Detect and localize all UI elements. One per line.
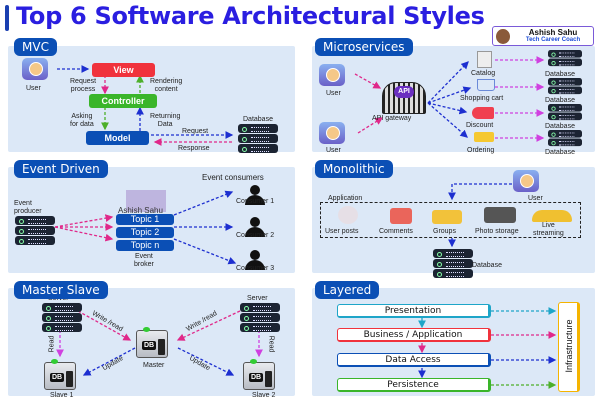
- watermark-illustration: [126, 190, 166, 212]
- mvc-user-icon: [22, 58, 48, 80]
- ms-database-icon-2: [548, 78, 582, 95]
- mvc-request-label: Request: [182, 128, 209, 135]
- mono-database-label: Database: [472, 262, 502, 269]
- live-streaming-label: Live streaming: [533, 222, 564, 237]
- shopping-cart-icon: [477, 79, 495, 91]
- topic-2-box: Topic 2: [116, 227, 174, 238]
- live-streaming-icon: [532, 210, 572, 222]
- mono-user-label: User: [528, 195, 543, 202]
- topic-1-box: Topic 1: [116, 214, 174, 225]
- page-title: Top 6 Software Architectural Styles: [16, 2, 485, 30]
- ms-database-icon-1: [548, 50, 582, 67]
- watermark-text: Ashish Sahu: [118, 206, 163, 215]
- api-badge: API: [394, 86, 414, 98]
- layer-persistence: Persistence: [337, 378, 491, 392]
- server-2-label: Server: [247, 295, 268, 302]
- author-name: Ashish Sahu: [528, 28, 578, 37]
- photo-storage-label: Photo storage: [475, 228, 519, 235]
- microservices-tag: Microservices: [315, 38, 413, 56]
- photo-storage-icon: [484, 207, 516, 223]
- comments-label: Comments: [379, 228, 413, 235]
- ms-database-label-1: Database: [545, 71, 575, 78]
- layered-tag: Layered: [315, 281, 380, 299]
- ms-user-icon-1: [319, 64, 345, 86]
- ordering-icon: [474, 132, 494, 142]
- mvc-response-label: Response: [178, 145, 210, 152]
- user-posts-label: User posts: [325, 228, 359, 235]
- event-driven-tag: Event Driven: [14, 160, 108, 178]
- ms-database-label-3: Database: [545, 123, 575, 130]
- microservices-panel: [312, 46, 595, 152]
- server-1-icon: [42, 303, 82, 333]
- ms-user-icon-2: [319, 122, 345, 144]
- slave-2-label: Slave 2: [252, 392, 276, 399]
- discount-icon: [472, 107, 494, 119]
- ms-user-label-1: User: [326, 90, 341, 97]
- application-boundary: [320, 202, 581, 238]
- layer-presentation: Presentation: [337, 304, 491, 318]
- read-label-2: Read: [267, 335, 275, 353]
- mvc-user-label: User: [26, 85, 41, 92]
- master-db-icon: DB: [136, 327, 168, 358]
- ms-database-icon-3: [548, 104, 582, 121]
- mvc-rendering-content-label: Rendering content: [150, 78, 183, 93]
- author-badge: Ashish Sahu Tech Career Coach: [492, 26, 594, 46]
- application-label: Application: [328, 195, 363, 202]
- master-db-text: DB: [142, 341, 157, 350]
- master-slave-tag: Master Slave: [14, 281, 108, 299]
- catalog-label: Catalog: [471, 70, 496, 77]
- event-producer-icon: [15, 216, 55, 246]
- infrastructure-label: Infrastructure: [564, 319, 574, 373]
- consumer-3-icon: [244, 250, 266, 270]
- monolithic-tag: Monolithic: [315, 160, 393, 178]
- discount-label: Discount: [466, 122, 494, 129]
- layer-data-access: Data Access: [337, 353, 491, 367]
- consumer-2-label: Consumer 2: [236, 232, 275, 239]
- topic-n-box: Topic n: [116, 240, 174, 251]
- mvc-view-box: View: [92, 63, 155, 77]
- mvc-returning-data-label: Returning Data: [150, 113, 181, 128]
- groups-icon: [432, 210, 462, 224]
- mono-database-icon: [433, 249, 473, 279]
- title-accent-bar: [5, 5, 9, 31]
- read-label-1: Read: [48, 335, 56, 353]
- consumer-1-label: Consumer 1: [236, 198, 275, 205]
- slave-1-label: Slave 1: [50, 392, 74, 399]
- ms-database-label-4: Database: [545, 149, 575, 156]
- mvc-asking-for-data-label: Asking for data: [70, 113, 94, 128]
- mvc-request-process-label: Request process: [70, 78, 97, 93]
- groups-label: Groups: [433, 228, 456, 235]
- comments-icon: [390, 208, 412, 224]
- server-2-icon: [240, 303, 280, 333]
- mvc-database-icon: [238, 124, 278, 154]
- layer-business-application: Business / Application: [337, 328, 491, 342]
- catalog-icon: [477, 51, 492, 68]
- consumer-1-icon: [244, 185, 266, 205]
- slave-1-db-icon: DB: [44, 359, 76, 390]
- slave-2-db-icon: DB: [243, 359, 275, 390]
- event-producer-label: Event producer: [14, 200, 42, 215]
- ordering-label: Ordering: [467, 147, 495, 154]
- event-consumers-heading: Event consumers: [202, 173, 264, 182]
- consumer-3-label: Consumer 3: [236, 265, 275, 272]
- slave-2-db-text: DB: [249, 373, 264, 382]
- consumer-2-icon: [244, 217, 266, 237]
- ms-database-icon-4: [548, 130, 582, 147]
- mvc-controller-box: Controller: [89, 94, 157, 108]
- master-label: Master: [143, 362, 165, 369]
- mvc-database-label: Database: [243, 116, 273, 123]
- shopping-cart-label: Shopping cart: [460, 95, 504, 102]
- infrastructure-box: [558, 302, 580, 392]
- author-avatar: [496, 29, 510, 44]
- mvc-model-box: Model: [86, 131, 149, 145]
- slave-1-db-text: DB: [50, 373, 65, 382]
- api-gateway-label: API gateway: [372, 115, 412, 122]
- user-posts-icon: [338, 206, 358, 224]
- author-subtitle: Tech Career Coach: [525, 37, 581, 43]
- ms-database-label-2: Database: [545, 97, 575, 104]
- ms-user-label-2: User: [326, 147, 341, 154]
- mono-user-icon: [513, 170, 539, 192]
- event-broker-label: Event broker: [134, 253, 154, 268]
- mvc-tag: MVC: [14, 38, 57, 56]
